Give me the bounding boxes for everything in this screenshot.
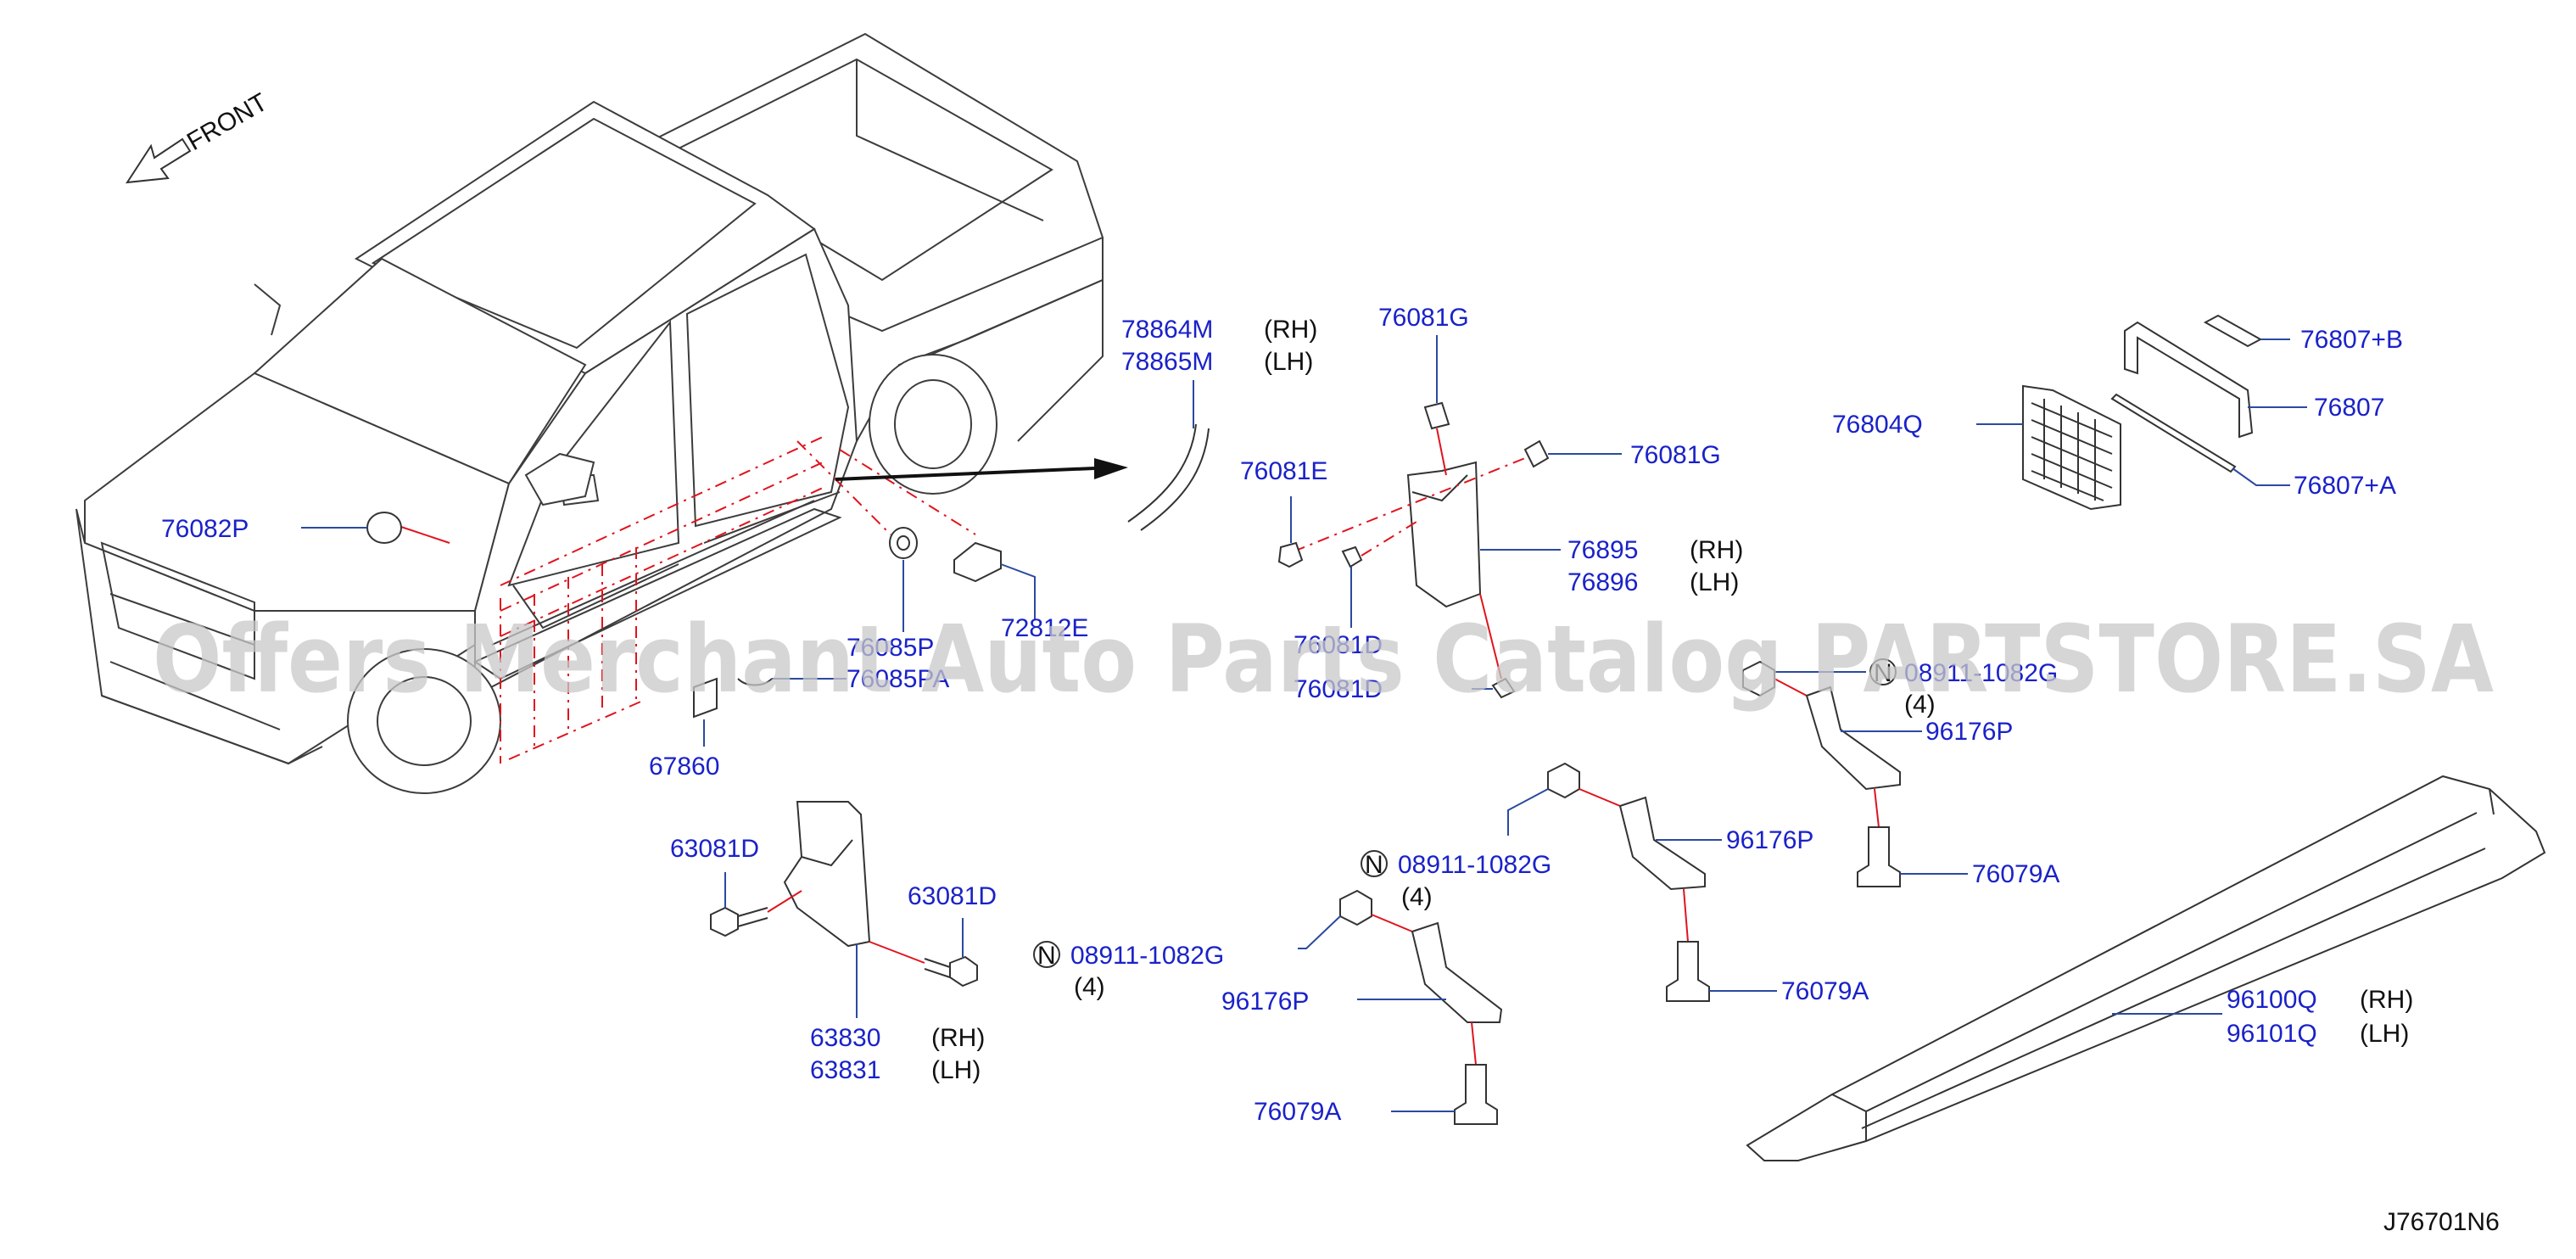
strip-76807B (2203, 314, 2263, 348)
part-96176P-mid[interactable]: 96176P (1726, 826, 1813, 854)
part-76896[interactable]: 76896 (1567, 568, 1638, 596)
part-76081D-a[interactable]: 76081D (1294, 631, 1383, 659)
part-63081D-left[interactable]: 63081D (670, 835, 759, 863)
bolt-63081D-left (710, 906, 739, 937)
watermark: Offers Merchant Auto Parts Catalog PARTS… (153, 605, 2494, 713)
part-63830[interactable]: 63830 (810, 1024, 880, 1052)
svg-text:(LH): (LH) (2360, 1020, 2409, 1048)
part-76895[interactable]: 76895 (1567, 536, 1638, 564)
part-76804Q[interactable]: 76804Q (1832, 411, 1923, 439)
clip-76081D-b (1491, 677, 1516, 699)
nut-low (1339, 889, 1372, 926)
svg-text:(LH): (LH) (931, 1056, 981, 1084)
part-08911-mid[interactable]: 08911-1082G (1398, 851, 1551, 879)
vehicle-illustration (75, 32, 1104, 794)
bolt-76079A-mid (1666, 941, 1710, 1002)
svg-text:(RH): (RH) (1690, 536, 1743, 564)
svg-text:(RH): (RH) (931, 1024, 985, 1052)
part-76807B[interactable]: 76807+B (2300, 326, 2403, 354)
mud-guard-76895 (1406, 461, 1482, 608)
svg-text:(LH): (LH) (1264, 348, 1313, 376)
part-96176P-low[interactable]: 96176P (1221, 988, 1309, 1016)
nut-top (1742, 660, 1775, 697)
part-76079A-low[interactable]: 76079A (1254, 1098, 1341, 1126)
part-76807[interactable]: 76807 (2314, 394, 2384, 422)
front-arrow-icon (126, 137, 192, 184)
part-08911-top[interactable]: 08911-1082G (1904, 659, 2058, 687)
svg-text:(4): (4) (1401, 883, 1433, 911)
part-78865M[interactable]: 78865M (1121, 348, 1213, 376)
mud-guard-63830 (783, 801, 871, 948)
svg-text:(4): (4) (1904, 691, 1936, 719)
part-63831[interactable]: 63831 (810, 1056, 880, 1084)
bolt-76079A-low (1454, 1064, 1498, 1125)
clip-72812E (953, 541, 1002, 583)
pad-67860 (693, 677, 718, 719)
front-label: FRONT (182, 88, 272, 156)
svg-text:N: N (1365, 851, 1383, 879)
part-76079A-top[interactable]: 76079A (1972, 860, 2059, 888)
part-96100Q[interactable]: 96100Q (2227, 986, 2317, 1014)
grommet-76085P (889, 527, 918, 559)
svg-text:N: N (1874, 659, 1892, 687)
part-78864M[interactable]: 78864M (1121, 316, 1213, 344)
bolt-76079A-top (1857, 826, 1901, 887)
part-76085PA[interactable]: 76085PA (847, 665, 949, 693)
part-72812E[interactable]: 72812E (1001, 614, 1088, 642)
part-96101Q[interactable]: 96101Q (2227, 1020, 2317, 1048)
part-76081E[interactable]: 76081E (1240, 457, 1327, 485)
part-76085P[interactable]: 76085P (847, 634, 934, 662)
nut-symbol-left (1033, 941, 1060, 968)
strip-76807A (2110, 393, 2237, 473)
svg-text:(RH): (RH) (2360, 986, 2413, 1014)
svg-text:(LH): (LH) (1690, 568, 1739, 596)
diagram-code: J76701N6 (2383, 1208, 2500, 1236)
bolt-63081D-right (949, 955, 978, 988)
part-76079A-mid[interactable]: 76079A (1781, 977, 1869, 1005)
molding-strip (1127, 423, 1210, 531)
part-76807A[interactable]: 76807+A (2294, 472, 2396, 500)
part-08911-left[interactable]: 08911-1082G (1070, 942, 1224, 970)
svg-text:(4): (4) (1074, 973, 1105, 1001)
svg-text:N: N (1037, 942, 1056, 970)
clip-76081D-a (1341, 546, 1363, 568)
part-63081D-right[interactable]: 63081D (908, 882, 997, 910)
nut-symbol-mid (1361, 850, 1388, 877)
nut-symbol-top (1869, 658, 1897, 685)
clip-76081G-right (1523, 439, 1550, 468)
bracket-96176P-mid (1618, 796, 1706, 891)
side-step-96100Q (1746, 775, 2546, 1161)
nut-mid (1547, 762, 1580, 799)
part-76082P[interactable]: 76082P (161, 515, 249, 543)
part-96176P-top[interactable]: 96176P (1925, 718, 2013, 746)
clip-76081G-top (1423, 401, 1450, 430)
bracket-96176P-low (1411, 921, 1503, 1023)
cap-76082P (366, 512, 402, 544)
part-76081G-right[interactable]: 76081G (1630, 441, 1721, 469)
molding-pointer-arrow (835, 458, 1128, 481)
seal-76807 (2124, 321, 2254, 439)
grille-76804Q (2022, 384, 2121, 511)
part-76081G-top[interactable]: 76081G (1378, 304, 1469, 332)
clip-76081E (1277, 541, 1304, 568)
bracket-96176P-top (1805, 685, 1901, 791)
part-76081D-b[interactable]: 76081D (1294, 675, 1383, 703)
svg-text:(RH): (RH) (1264, 316, 1317, 344)
vehicle-mount-markers (398, 436, 976, 764)
part-67860[interactable]: 67860 (649, 753, 719, 781)
